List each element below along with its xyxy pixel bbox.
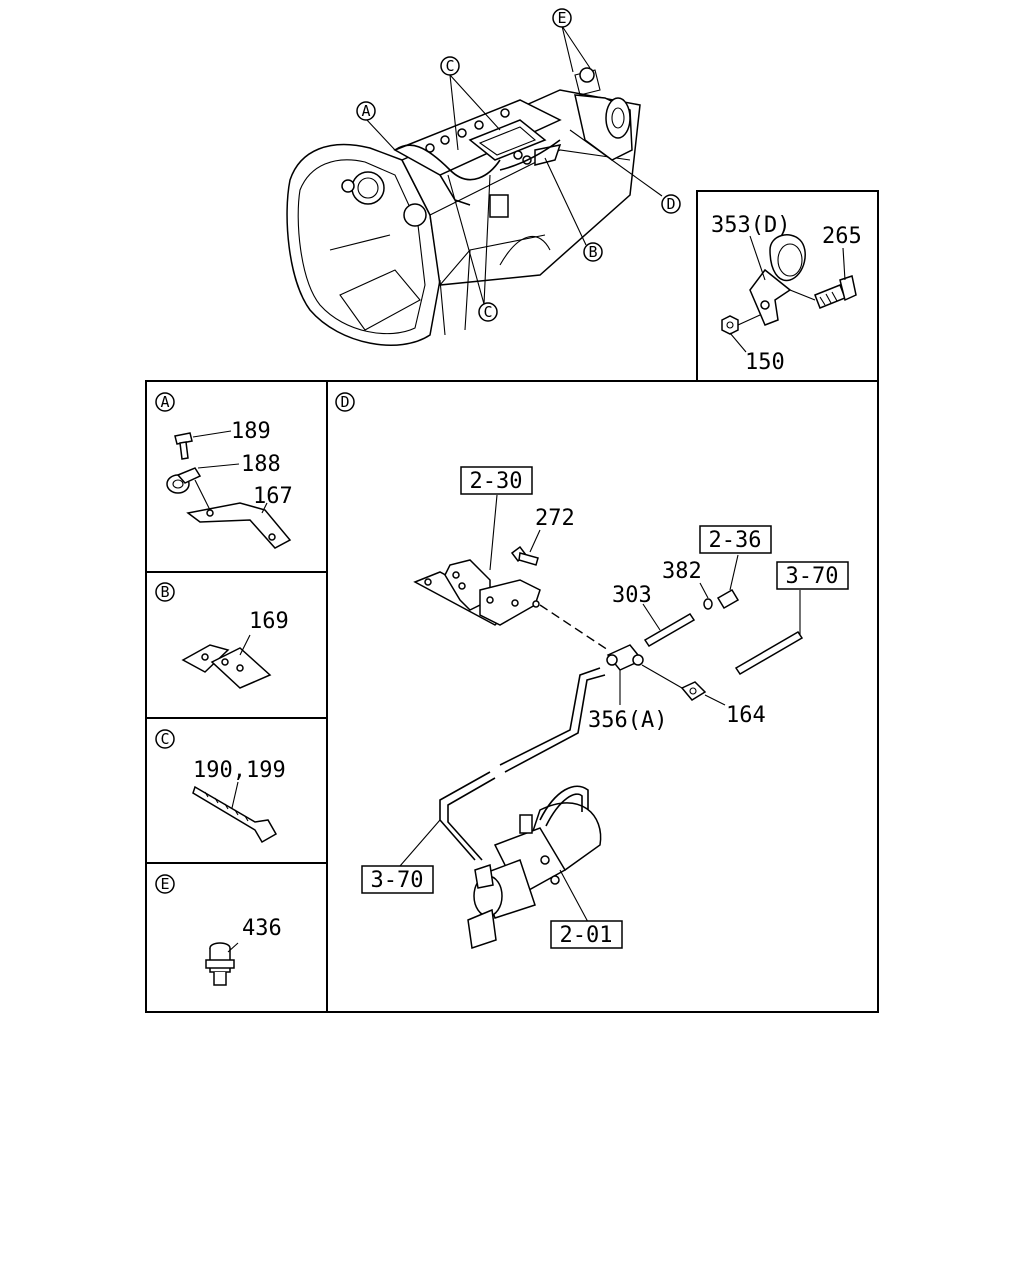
svg-text:E: E	[557, 9, 566, 27]
label-356a: 356(A)	[588, 708, 667, 733]
svg-text:C: C	[483, 303, 492, 321]
svg-text:B: B	[588, 243, 597, 261]
callout-b-panel: B	[155, 582, 175, 602]
detail-frame-outer	[145, 380, 879, 1013]
label-188: 188	[241, 452, 281, 477]
callout-e-assembly: E	[552, 8, 572, 28]
clamp-detail	[721, 234, 857, 335]
svg-text:D: D	[666, 195, 675, 213]
svg-text:A: A	[160, 393, 169, 411]
svg-text:C: C	[160, 730, 169, 748]
panel-d-pipe-3-70-right	[734, 630, 804, 676]
ref-box-2-30: 2-30	[460, 466, 533, 495]
callout-e-panel: E	[155, 874, 175, 894]
svg-text:A: A	[361, 102, 370, 120]
callout-c-top: C	[440, 56, 460, 76]
callout-b-assembly: B	[583, 242, 603, 262]
svg-text:D: D	[340, 393, 349, 411]
label-167: 167	[253, 484, 293, 509]
ref-box-2-36: 2-36	[699, 525, 772, 554]
panel-a-parts	[166, 432, 292, 549]
svg-text:B: B	[160, 583, 169, 601]
svg-text:3-70: 3-70	[371, 868, 424, 893]
svg-text:2-30: 2-30	[470, 469, 523, 494]
label-265: 265	[822, 224, 862, 249]
ref-box-3-70-left: 3-70	[361, 865, 434, 894]
callout-d-panel: D	[335, 392, 355, 412]
svg-text:3-70: 3-70	[786, 564, 839, 589]
panel-d-hose	[439, 667, 606, 861]
panel-d-tee-356a	[606, 644, 707, 701]
ref-box-3-70-right: 3-70	[776, 561, 849, 590]
panel-d-pipe-303	[643, 588, 740, 648]
label-353d: 353(D)	[711, 213, 790, 238]
svg-text:C: C	[445, 57, 454, 75]
callout-a-panel: A	[155, 392, 175, 412]
panel-c-parts	[192, 785, 278, 844]
label-150: 150	[745, 350, 785, 375]
callout-d-assembly: D	[661, 194, 681, 214]
svg-text:2-01: 2-01	[560, 923, 613, 948]
callout-c-panel: C	[155, 729, 175, 749]
label-303: 303	[612, 583, 652, 608]
callout-c-bottom: C	[478, 302, 498, 322]
label-190-199: 190,199	[193, 758, 286, 783]
ref-box-2-01: 2-01	[550, 920, 623, 949]
panel-d-valve-assembly	[467, 785, 602, 949]
panel-b-parts	[181, 644, 272, 689]
label-164: 164	[726, 703, 766, 728]
svg-text:E: E	[160, 875, 169, 893]
label-382: 382	[662, 559, 702, 584]
label-436: 436	[242, 916, 282, 941]
label-272: 272	[535, 506, 575, 531]
svg-text:2-36: 2-36	[709, 528, 762, 553]
callout-a-assembly: A	[356, 101, 376, 121]
transmission-assembly-illustration	[286, 67, 641, 346]
panel-d-bracket	[413, 545, 541, 626]
label-169: 169	[249, 609, 289, 634]
label-189: 189	[231, 419, 271, 444]
panel-e-parts	[205, 942, 235, 986]
